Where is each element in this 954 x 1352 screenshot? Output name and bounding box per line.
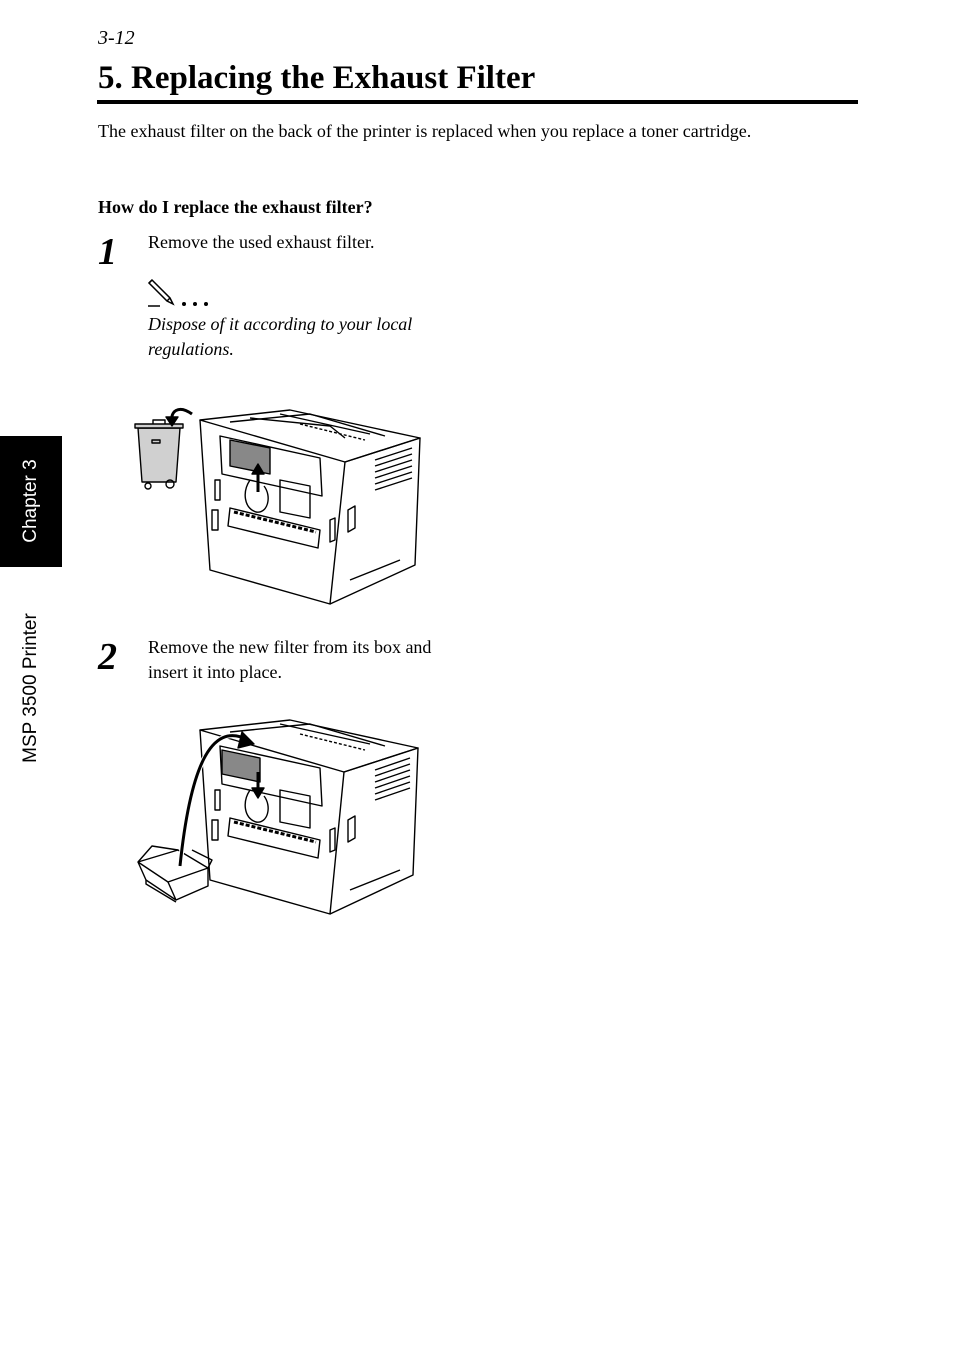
title-rule (97, 100, 858, 104)
page-title: 5. Replacing the Exhaust Filter (98, 60, 536, 96)
step-2-text: Remove the new filter from its box and i… (148, 637, 432, 682)
chapter-tab: Chapter 3 (0, 436, 62, 567)
intro-paragraph: The exhaust filter on the back of the pr… (98, 121, 752, 141)
remove-filter-illustration (134, 408, 421, 605)
product-label: MSP 3500 Printer (20, 613, 41, 763)
pencil-note-icon (147, 278, 208, 307)
step-1-note: Dispose of it according to your local re… (148, 314, 413, 359)
step-2-number: 2 (98, 636, 117, 678)
step-1-text: Remove the used exhaust filter. (148, 232, 375, 252)
insert-filter-illustration (137, 719, 419, 915)
step-1-number: 1 (98, 231, 117, 273)
section-subheading: How do I replace the exhaust filter? (98, 197, 373, 217)
page-number: 3-12 (98, 27, 135, 49)
chapter-tab-label: Chapter 3 (20, 459, 41, 543)
